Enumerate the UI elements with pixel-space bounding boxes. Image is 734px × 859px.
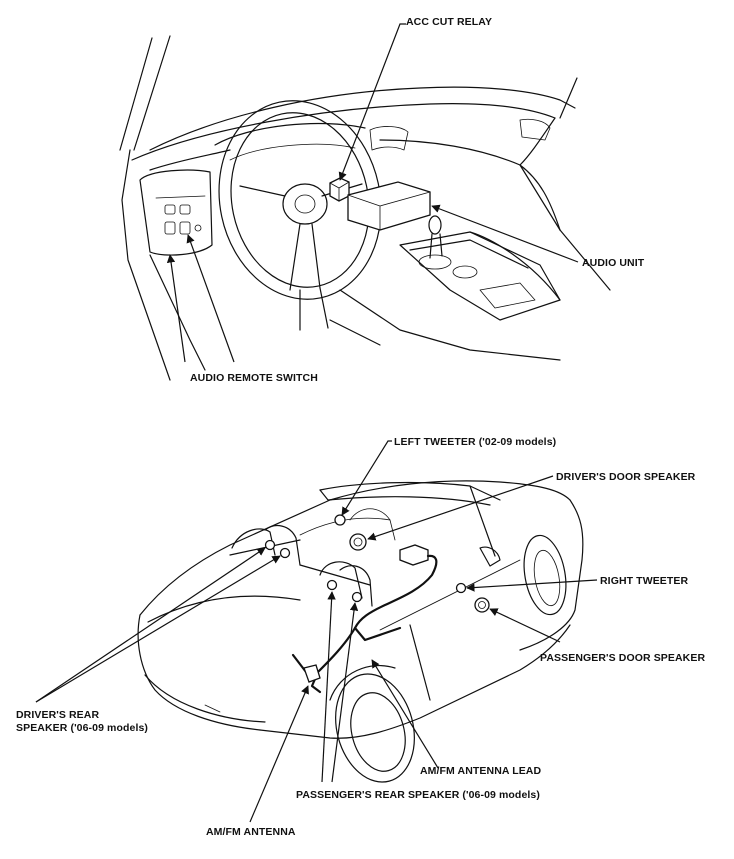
label-audio-remote-switch: AUDIO REMOTE SWITCH: [190, 372, 318, 384]
right-tweeter-leader: [466, 579, 598, 592]
label-passengers-rear-speaker: PASSENGER'S REAR SPEAKER ('06-09 models): [296, 789, 540, 801]
passengers-rear-speaker-leader-2: [331, 602, 359, 783]
label-acc-cut-relay: ACC CUT RELAY: [406, 16, 492, 28]
label-drivers-door-speaker: DRIVER'S DOOR SPEAKER: [556, 471, 696, 483]
drivers-door-speaker-leader: [367, 475, 554, 541]
passengers-rear-speaker-leader-1: [321, 591, 336, 783]
drivers-rear-speaker-leader-2: [35, 555, 281, 703]
audio-remote-switch-leader-1: [166, 254, 186, 363]
passengers-door-speaker-leader: [489, 608, 561, 643]
label-right-tweeter: RIGHT TWEETER: [600, 575, 689, 587]
label-passengers-door-speaker: PASSENGER'S DOOR SPEAKER: [540, 652, 705, 664]
am-fm-antenna-lead-leader: [371, 659, 439, 769]
label-am-fm-antenna: AM/FM ANTENNA: [206, 826, 296, 838]
label-left-tweeter: LEFT TWEETER ('02-09 models): [394, 436, 556, 448]
drivers-rear-speaker-leader-1: [35, 547, 266, 703]
acc-cut-relay-leader: [338, 23, 406, 181]
dashboard-illustration: [119, 35, 611, 381]
am-fm-antenna-leader: [249, 685, 309, 823]
label-audio-unit: AUDIO UNIT: [582, 257, 645, 269]
audio-unit-leader: [431, 204, 579, 263]
label-am-fm-antenna-lead: AM/FM ANTENNA LEAD: [420, 765, 541, 777]
left-tweeter-leader: [341, 440, 392, 516]
label-drivers-rear-speaker-line2: SPEAKER ('06-09 models): [16, 722, 148, 734]
car-illustration: [137, 480, 584, 783]
audio-remote-switch-leader-2: [186, 234, 235, 363]
label-drivers-rear-speaker-line1: DRIVER'S REAR: [16, 709, 99, 721]
